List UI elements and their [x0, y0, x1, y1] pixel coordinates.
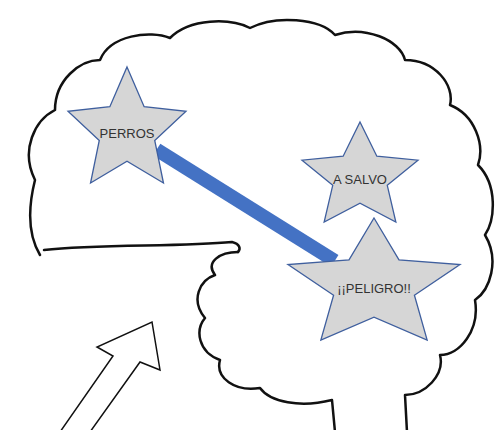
star-node: PERROS	[68, 67, 186, 183]
star-shape	[288, 218, 460, 340]
star-outline	[288, 218, 460, 340]
star-node: A SALVO	[302, 122, 418, 222]
brain-outline	[29, 20, 493, 430]
star-node: ¡¡PELIGRO!!	[288, 218, 460, 340]
star-outline	[302, 122, 418, 222]
star-outline	[68, 67, 186, 183]
pointer-arrow	[60, 322, 160, 430]
star-label: A SALVO	[333, 172, 387, 188]
brain-fold-line	[44, 242, 240, 252]
association-bar	[157, 150, 335, 261]
star-shape	[302, 122, 418, 222]
star-shape	[68, 67, 186, 183]
star-label: ¡¡PELIGRO!!	[337, 281, 411, 297]
star-label: PERROS	[100, 126, 155, 142]
